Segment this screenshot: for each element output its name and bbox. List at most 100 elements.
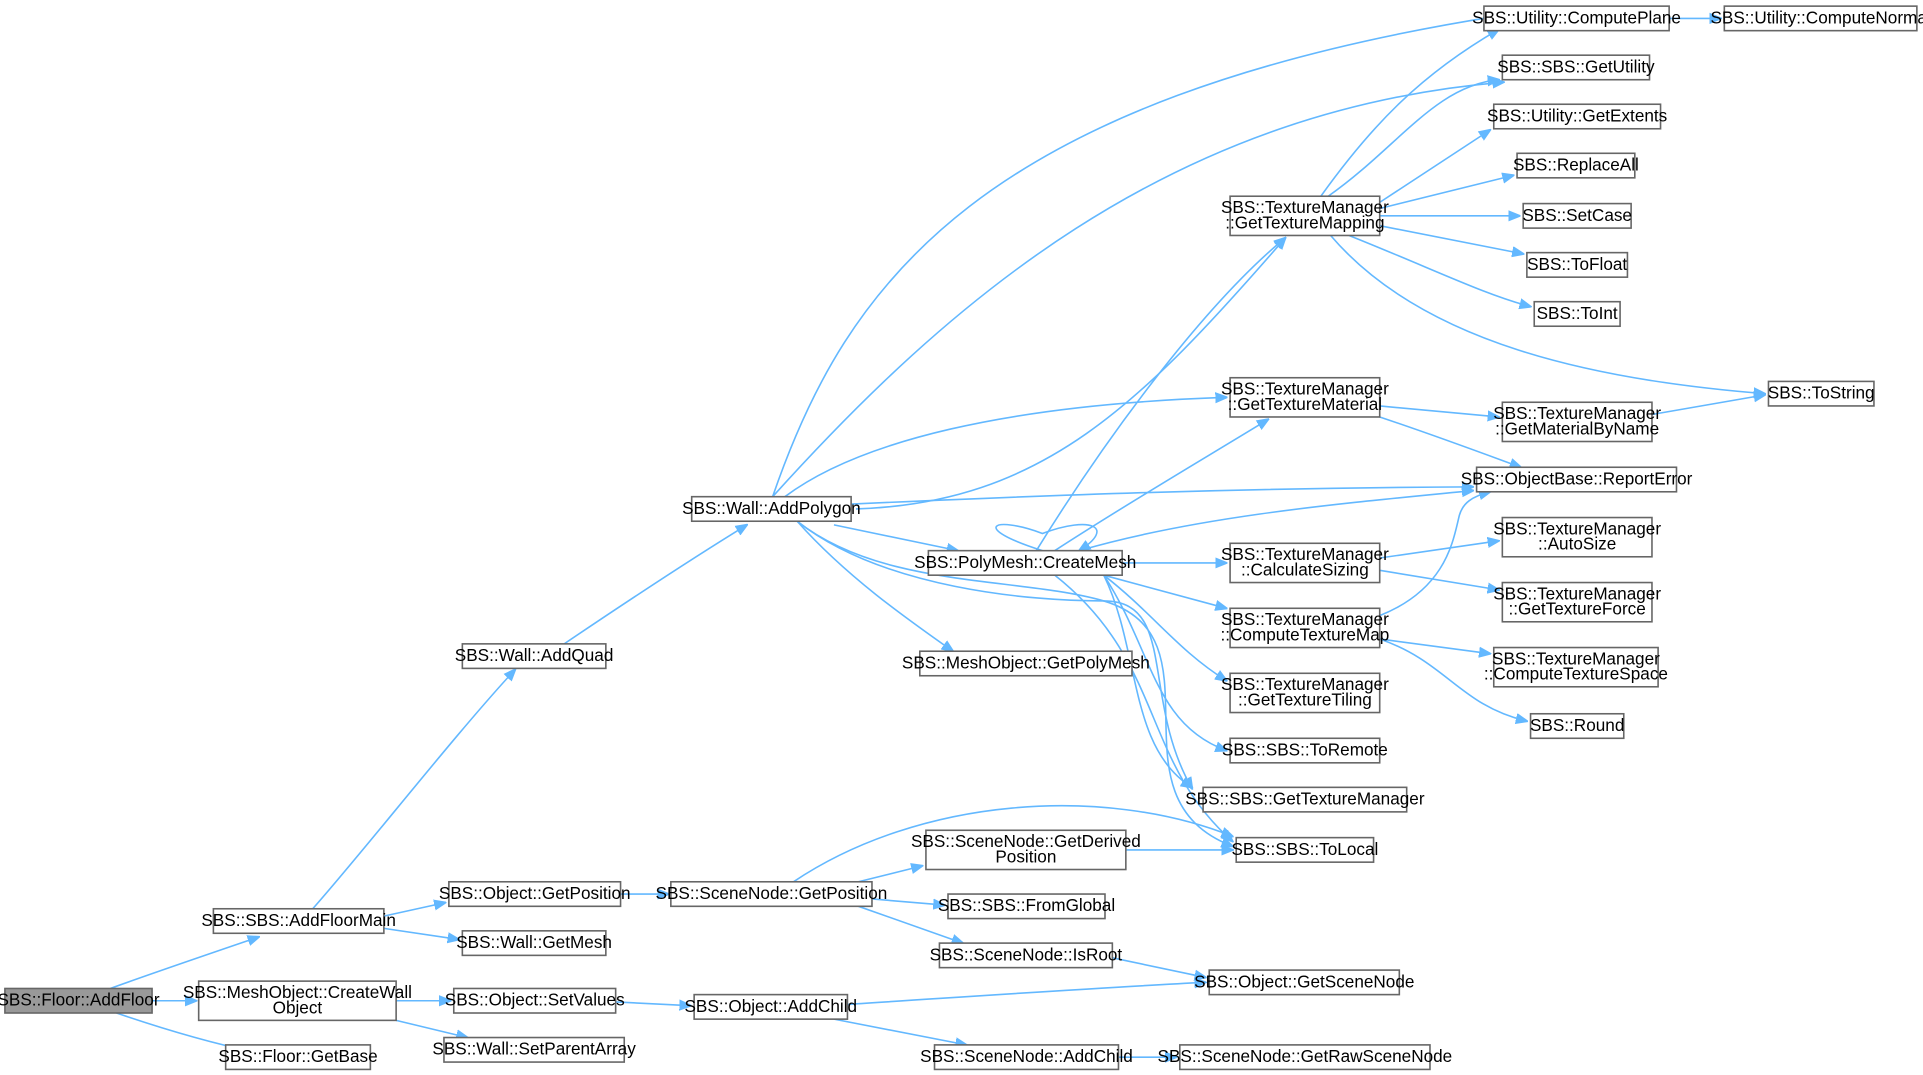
node-label: ::CalculateSizing [1241, 559, 1369, 579]
node-addfloormain[interactable]: SBS::SBS::AddFloorMain [201, 907, 396, 935]
node-toint[interactable]: SBS::ToInt [1533, 300, 1621, 328]
node-setcase[interactable]: SBS::SetCase [1522, 202, 1632, 229]
node-addfloor[interactable]: SBS::Floor::AddFloor [0, 987, 160, 1014]
edge-addquad-to-addpolygon [563, 525, 747, 645]
node-objgetposition[interactable]: SBS::Object::GetPosition [439, 880, 631, 908]
node-computetexturemap[interactable]: SBS::TextureManager::ComputeTextureMap [1221, 607, 1390, 649]
node-label: SBS::ReplaceAll [1513, 154, 1639, 174]
node-isroot[interactable]: SBS::SceneNode::IsRoot [930, 942, 1123, 969]
node-box [1208, 969, 1401, 996]
edge-addpolygon-to-gettexturemapping [856, 238, 1285, 510]
node-label: SBS::ObjectBase::ReportError [1461, 468, 1693, 488]
node-label: SBS::TextureManager [1492, 648, 1660, 668]
node-setparentarray[interactable]: SBS::Wall::SetParentArray [432, 1036, 636, 1063]
node-box [690, 495, 852, 523]
node-scenenodeaddchild[interactable]: SBS::SceneNode::AddChild [920, 1044, 1133, 1071]
node-label: ::GetTextureTiling [1238, 689, 1372, 709]
node-label: SBS::TextureManager [1493, 403, 1661, 423]
node-label: SBS::Wall::AddQuad [455, 645, 614, 665]
node-box [1229, 542, 1381, 584]
node-label: SBS::TextureManager [1221, 379, 1389, 399]
node-label: SBS::ToFloat [1527, 254, 1627, 274]
node-box [1229, 737, 1381, 764]
node-box [1501, 401, 1653, 443]
node-getmaterialbyname[interactable]: SBS::TextureManager::GetMaterialByName [1493, 401, 1661, 443]
node-box [1229, 607, 1381, 649]
node-label: SBS::SBS::AddFloorMain [201, 910, 396, 930]
node-createmesh[interactable]: SBS::PolyMesh::CreateMesh [914, 549, 1136, 576]
node-box [452, 987, 617, 1014]
edges [110, 16, 1764, 1057]
node-getextents[interactable]: SBS::Utility::GetExtents [1487, 103, 1667, 130]
node-box [1475, 466, 1678, 493]
node-computenormal[interactable]: SBS::Utility::ComputeNormal [1710, 5, 1923, 32]
node-box [1526, 251, 1629, 278]
node-scenenodegetposition[interactable]: SBS::SceneNode::GetPosition [656, 880, 888, 908]
node-label: SBS::ToInt [1537, 303, 1618, 323]
edge-computetexturemap-to-reporterror [1379, 492, 1490, 617]
edge-isroot-to-getscenenode [1112, 957, 1205, 978]
node-replaceall[interactable]: SBS::ReplaceAll [1513, 152, 1639, 179]
node-round[interactable]: SBS::Round [1529, 712, 1625, 740]
node-addquad[interactable]: SBS::Wall::AddQuad [455, 643, 614, 670]
node-box [1229, 672, 1381, 714]
node-label: ::GetMaterialByName [1495, 418, 1659, 438]
node-setvalues[interactable]: SBS::Object::SetValues [445, 987, 625, 1014]
node-calculatesizing[interactable]: SBS::TextureManager::CalculateSizing [1221, 542, 1389, 584]
node-label: Object [273, 997, 323, 1017]
node-gettexturemapping[interactable]: SBS::TextureManager::GetTextureMapping [1221, 195, 1389, 237]
node-label: SBS::Utility::GetExtents [1487, 105, 1667, 125]
node-autosize[interactable]: SBS::TextureManager::AutoSize [1493, 516, 1661, 558]
node-label: SBS::Round [1530, 715, 1624, 735]
node-getutility[interactable]: SBS::SBS::GetUtility [1497, 54, 1655, 81]
node-addpolygon[interactable]: SBS::Wall::AddPolygon [682, 495, 861, 523]
node-tofloat[interactable]: SBS::ToFloat [1526, 251, 1629, 278]
node-box [1501, 581, 1653, 623]
node-reporterror[interactable]: SBS::ObjectBase::ReportError [1461, 466, 1693, 493]
edge-addfloormain-to-objgetposition [383, 903, 445, 917]
node-computeplane[interactable]: SBS::Utility::ComputePlane [1472, 5, 1681, 32]
edge-addpolygon-to-tolocal [796, 520, 1232, 846]
edge-scenenodegetposition-to-isroot [858, 905, 962, 943]
node-label: SBS::TextureManager [1221, 674, 1389, 694]
node-getrawscenenode[interactable]: SBS::SceneNode::GetRawSceneNode [1158, 1044, 1453, 1071]
node-objaddchild[interactable]: SBS::Object::AddChild [684, 993, 857, 1020]
node-box [224, 1044, 372, 1071]
nodes: SBS::Floor::AddFloor SBS::SBS::AddFloorMa… [0, 5, 1923, 1071]
node-label: SBS::SceneNode::GetRawSceneNode [1158, 1046, 1453, 1066]
node-label: SBS::SceneNode::GetPosition [656, 883, 888, 903]
node-label: SBS::ToString [1768, 383, 1875, 403]
node-box [947, 893, 1106, 920]
node-box [919, 650, 1133, 677]
edge-gettexturemapping-to-tostring [1330, 234, 1765, 393]
node-gettexturematerial[interactable]: SBS::TextureManager::GetTextureMaterial [1221, 376, 1389, 418]
node-box [1179, 1044, 1431, 1071]
node-floorgetbase[interactable]: SBS::Floor::GetBase [218, 1044, 378, 1071]
node-label: SBS::Wall::GetMesh [456, 932, 612, 952]
node-box [1492, 103, 1662, 130]
edge-createmesh-to-toremote [1103, 574, 1227, 750]
node-box [212, 907, 385, 935]
node-getpolymesh[interactable]: SBS::MeshObject::GetPolyMesh [902, 650, 1150, 677]
edge-scenenodegetposition-to-fromglobal [871, 898, 944, 905]
node-gettexturetiling[interactable]: SBS::TextureManager::GetTextureTiling [1221, 672, 1389, 714]
node-computetexturespace[interactable]: SBS::TextureManager::ComputeTextureSpace [1484, 646, 1668, 688]
node-getscenenode[interactable]: SBS::Object::GetSceneNode [1194, 969, 1414, 996]
node-toremote[interactable]: SBS::SBS::ToRemote [1222, 737, 1388, 764]
node-wallgetmesh[interactable]: SBS::Wall::GetMesh [456, 930, 612, 957]
node-gettextureforce[interactable]: SBS::TextureManager::GetTextureForce [1493, 581, 1661, 623]
node-gettexturemanager[interactable]: SBS::SBS::GetTextureManager [1185, 786, 1425, 813]
node-label: ::GetTextureMaterial [1228, 394, 1382, 414]
node-fromglobal[interactable]: SBS::SBS::FromGlobal [938, 893, 1115, 920]
node-label: SBS::SetCase [1522, 205, 1632, 225]
edge-calculatesizing-to-gettextureforce [1379, 569, 1499, 590]
node-box [1533, 300, 1621, 328]
node-tostring[interactable]: SBS::ToString [1767, 380, 1875, 407]
edge-addpolygon-to-createmesh [833, 524, 958, 551]
edge-addfloormain-to-addquad [312, 670, 515, 910]
edge-createwallobject-to-setparentarray [395, 1019, 467, 1037]
node-tolocal[interactable]: SBS::SBS::ToLocal [1231, 836, 1378, 863]
node-label: SBS::TextureManager [1221, 544, 1389, 564]
